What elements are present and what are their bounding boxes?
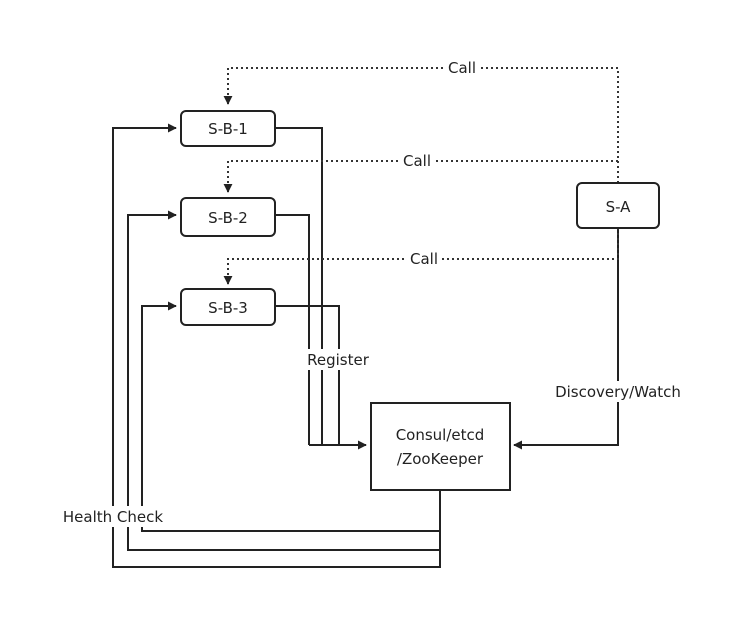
node-sb2[interactable]: S-B-2 xyxy=(180,197,276,237)
register-label: Register xyxy=(307,351,370,369)
health-check-line-sb2 xyxy=(127,210,440,551)
edge-labels: Call Call Call Register Discovery/Watch … xyxy=(54,58,694,527)
register-edges xyxy=(275,127,367,450)
node-sb3-label: S-B-3 xyxy=(208,299,248,317)
health-check-label: Health Check xyxy=(63,508,163,526)
node-sb2-label: S-B-2 xyxy=(208,209,248,227)
health-check-edges xyxy=(112,123,441,568)
health-check-line-sb1 xyxy=(112,123,441,568)
node-registry[interactable]: Consul/etcd /ZooKeeper xyxy=(370,402,511,491)
call-line-sb1 xyxy=(223,67,619,183)
health-check-line-sb3 xyxy=(141,301,440,532)
node-sa-label: S-A xyxy=(606,198,632,216)
register-line-sb2 xyxy=(275,214,310,445)
register-line-sb3 xyxy=(275,305,340,445)
call-line-sb2 xyxy=(223,160,618,193)
discovery-watch-label: Discovery/Watch xyxy=(555,383,681,401)
node-registry-label-line2: /ZooKeeper xyxy=(397,450,484,468)
node-sa[interactable]: S-A xyxy=(576,182,660,229)
node-sb1-label: S-B-1 xyxy=(208,120,248,138)
call-label-3: Call xyxy=(410,250,438,268)
call-label-2: Call xyxy=(403,152,431,170)
discovery-watch-line xyxy=(513,228,619,450)
node-registry-label-line1: Consul/etcd xyxy=(396,426,485,444)
node-sb1[interactable]: S-B-1 xyxy=(180,110,276,147)
register-line-sb1 xyxy=(275,127,323,445)
call-label-1: Call xyxy=(448,59,476,77)
node-sb3[interactable]: S-B-3 xyxy=(180,288,276,326)
